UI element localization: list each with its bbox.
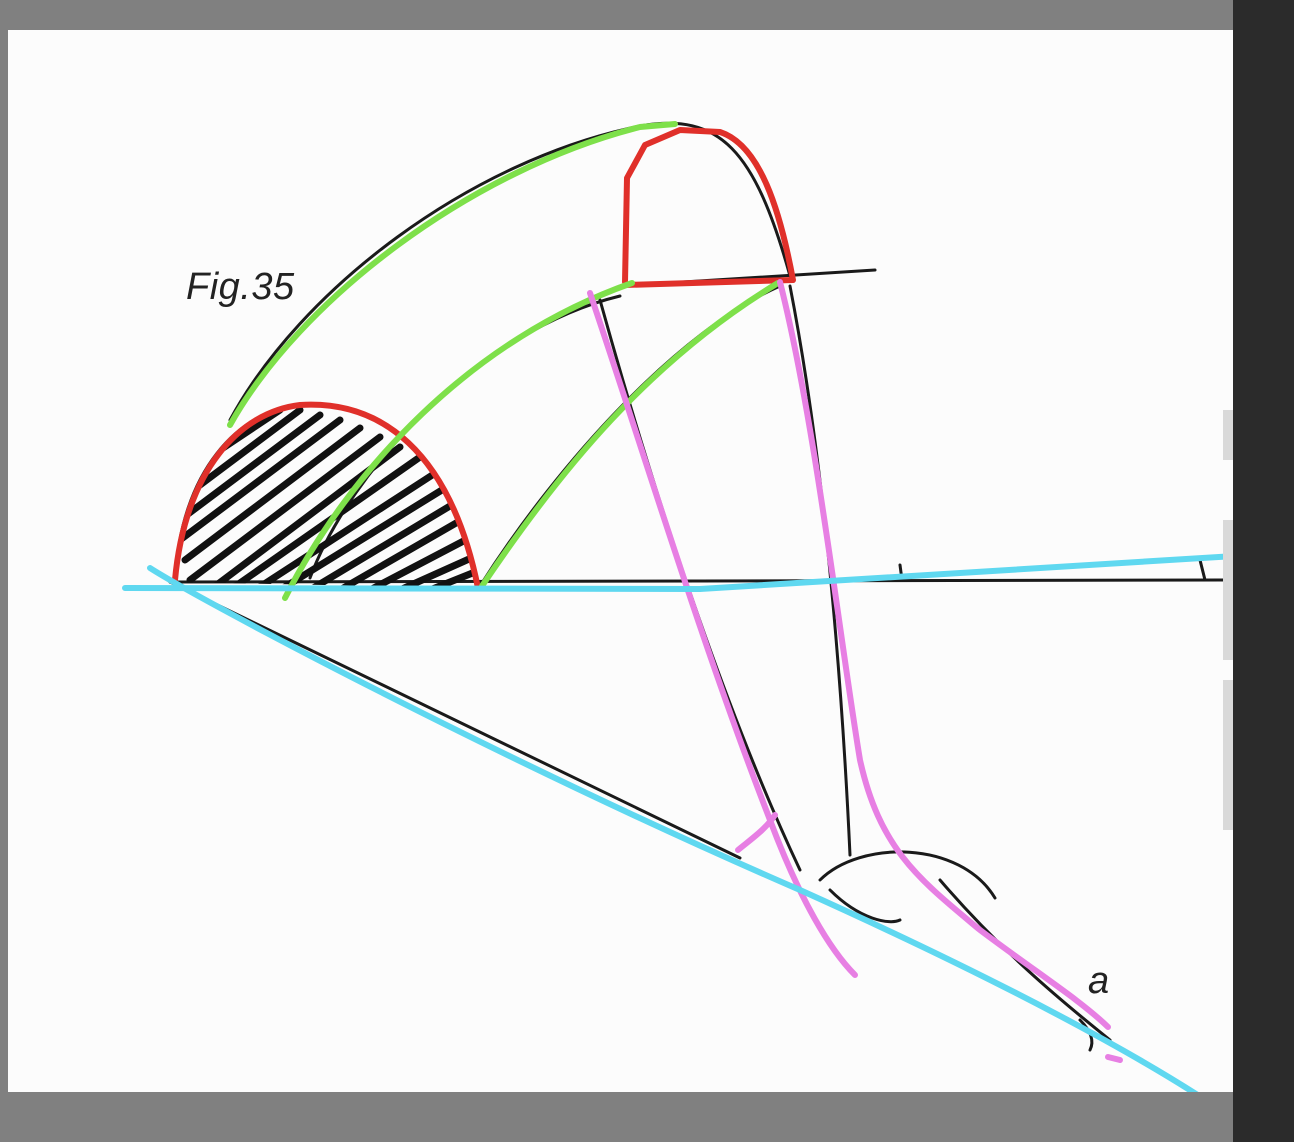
- green-middle-arc: [282, 280, 635, 601]
- ink-knee-arc: [818, 850, 997, 900]
- pink-left-leg: [587, 290, 858, 978]
- edge-tab-3: [1223, 680, 1233, 830]
- edge-tab-1: [1223, 410, 1233, 460]
- pink-right-leg: [777, 279, 1111, 1030]
- red-upper-shape: [622, 127, 796, 288]
- scanned-page: Fig.35 a: [8, 30, 1233, 1092]
- ink-base-line: [168, 578, 1227, 584]
- cyan-strokes: [122, 553, 1233, 1092]
- green-outer-arc: [227, 121, 678, 428]
- figure-label: Fig.35: [186, 266, 295, 308]
- ink-large-arc: [228, 121, 792, 422]
- ink-small-arc: [828, 888, 902, 924]
- red-semicircle: [172, 401, 481, 591]
- red-strokes: [172, 127, 796, 591]
- pink-strokes: [587, 279, 1123, 1063]
- dark-side-strip: [1233, 0, 1294, 1142]
- hatched-region: [176, 406, 478, 588]
- point-label-a: a: [1088, 960, 1110, 1002]
- pink-end-stroke: [1105, 1054, 1123, 1063]
- green-strokes: [227, 121, 781, 601]
- ink-curve-to-a: [938, 878, 1112, 1042]
- ink-tick-right-1: [1198, 558, 1207, 582]
- green-inner-diagonal: [479, 280, 781, 589]
- cyan-horizontal-line: [122, 553, 1233, 593]
- cyan-diagonal-line: [147, 565, 1199, 1092]
- pink-small-stroke: [735, 812, 778, 853]
- ink-lower-diagonal: [168, 580, 742, 860]
- edge-tab-2: [1223, 520, 1233, 660]
- drawing-canvas: [122, 121, 1233, 1092]
